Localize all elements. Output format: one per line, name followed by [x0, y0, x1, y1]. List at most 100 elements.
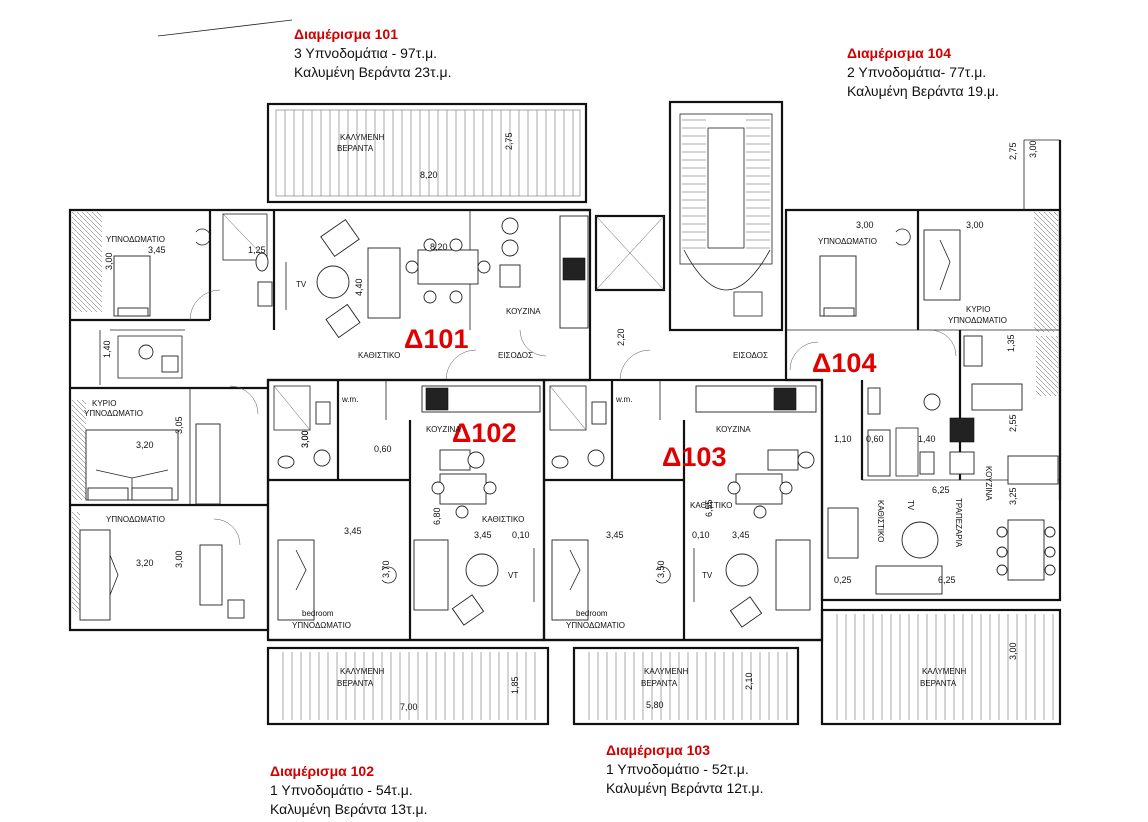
dimension-label: 3,45	[474, 530, 492, 540]
drawing-line	[71, 489, 83, 501]
dimension-label: 3,45	[732, 530, 750, 540]
label-dining-104: ΤΡΑΠΕΖΑΡΙΑ	[954, 498, 963, 548]
dimension-label: 2,55	[1008, 414, 1018, 432]
drawing-line	[71, 591, 81, 601]
drawing-line	[71, 236, 103, 268]
drawing-line	[71, 474, 87, 490]
drawing-line	[86, 211, 103, 228]
label-veranda-101-b: ΒΕΡΑΝΤΑ	[337, 144, 374, 153]
label-veranda-104-b: ΒΕΡΑΝΤΑ	[920, 679, 957, 688]
unit-tag-101: Δ101	[404, 324, 468, 354]
label-living-103: ΚΑΘΙΣΤΙΚΟ	[690, 501, 732, 510]
caption-104-veranda: Καλυμένη Βεράντα 19.μ.	[847, 83, 999, 99]
label-bedroom-103: ΥΠΝΟΔΩΜΑΤΙΟ	[566, 621, 625, 630]
dimension-label: 3,00	[104, 252, 114, 270]
label-tv-104: TV	[906, 500, 915, 511]
dimension-label: 1,40	[102, 340, 112, 358]
drawing-line	[1038, 211, 1059, 232]
drawing-line	[71, 521, 81, 531]
drawing-line	[1033, 296, 1059, 322]
caption-apartment-103: Διαμέρισμα 103 1 Υπνοδομάτιο - 52τ.μ. Κα…	[606, 741, 763, 798]
drawing-line	[1033, 231, 1059, 257]
drawing-line	[1033, 236, 1059, 262]
dimension-label: 0,60	[866, 434, 884, 444]
dimension-label: 0,10	[512, 530, 530, 540]
drawing-line	[71, 241, 103, 273]
drawing-line	[76, 211, 103, 238]
dimension-label: 0,10	[692, 530, 710, 540]
drawing-line	[71, 561, 81, 571]
doors-101	[189, 289, 547, 546]
drawing-line	[1033, 286, 1059, 312]
drawing-line	[1033, 226, 1059, 252]
veranda-101	[266, 102, 588, 204]
dimension-label: 3,00	[1028, 140, 1038, 158]
label-wm-103: w.m.	[615, 395, 632, 404]
veranda-102	[266, 646, 550, 726]
drawing-line	[71, 596, 81, 606]
dimension-label: 3,00	[966, 220, 984, 230]
drawing-line	[71, 526, 81, 536]
drawing-line	[71, 566, 81, 576]
dimension-label: 1,40	[918, 434, 936, 444]
dimension-label: 2,20	[616, 328, 626, 346]
drawing-line	[1048, 211, 1059, 222]
label-master-101-b: ΥΠΝΟΔΩΜΑΤΙΟ	[84, 409, 143, 418]
dimension-label: 2,75	[1008, 142, 1018, 160]
dimension-label: 3,05	[174, 416, 184, 434]
drawing-line	[71, 541, 81, 551]
drawing-line	[1033, 246, 1059, 272]
label-entrance-2: ΕΙΣΟΔΟΣ	[733, 351, 768, 360]
drawing-line	[71, 464, 87, 480]
apartment-104-furniture	[819, 228, 1059, 595]
drawing-line	[1035, 355, 1059, 379]
drawing-line	[81, 211, 103, 233]
caption-101-veranda: Καλυμένη Βεράντα 23τ.μ.	[294, 64, 452, 80]
dimension-label: 6,80	[432, 507, 442, 525]
label-wm-102: w.m.	[341, 395, 358, 404]
drawing-line	[71, 296, 88, 313]
drawing-line	[1033, 256, 1059, 282]
dimension-label: 1,85	[510, 676, 520, 694]
drawing-line	[1035, 390, 1042, 397]
label-veranda-104-a: ΚΑΛΥΜΕΝΗ	[922, 667, 967, 676]
drawing-line	[71, 246, 103, 278]
drawing-line	[1035, 375, 1057, 397]
drawing-line	[1033, 281, 1059, 307]
dimension-label: 6,25	[938, 575, 956, 585]
dimension-label: 2,75	[504, 132, 514, 150]
lift-shaft	[594, 214, 666, 292]
drawing-line	[1033, 221, 1059, 247]
label-bedroom-101-a: ΥΠΝΟΔΩΜΑΤΙΟ	[106, 235, 165, 244]
drawing-line	[1035, 385, 1047, 397]
drawing-line	[71, 226, 103, 258]
drawing-line	[1045, 335, 1059, 349]
drawing-line	[71, 484, 87, 500]
drawing-line	[1035, 350, 1059, 374]
apartment-102-furniture	[273, 385, 535, 626]
drawing-line	[71, 606, 78, 613]
dimension-label: 2,10	[744, 672, 754, 690]
label-veranda-103-b: ΒΕΡΑΝΤΑ	[641, 679, 678, 688]
dimension-label: 3,00	[300, 430, 310, 448]
caption-104-rooms: 2 Υπνοδομάτια- 77τ.μ.	[847, 64, 987, 80]
label-bedroom-101-b: ΥΠΝΟΔΩΜΑΤΙΟ	[106, 515, 165, 524]
drawing-line	[71, 414, 87, 430]
drawing-line	[71, 424, 87, 440]
caption-103-veranda: Καλυμένη Βεράντα 12τ.μ.	[606, 780, 764, 796]
drawing-line	[71, 459, 87, 475]
drawing-line	[71, 216, 103, 248]
drawing-line	[71, 256, 103, 288]
drawing-line	[1033, 216, 1059, 242]
caption-apartment-102: Διαμέρισμα 102 1 Υπνοδομάτιο - 54τ.μ. Κα…	[270, 762, 427, 819]
drawing-line	[71, 469, 87, 485]
label-kitchen-103: ΚΟΥΖΙΝΑ	[716, 425, 751, 434]
drawing-line	[71, 581, 81, 591]
label-tv-103: TV	[702, 571, 713, 580]
veranda-104	[820, 608, 1062, 726]
drawing-line	[71, 449, 87, 465]
dimension-label: 3,00	[1008, 642, 1018, 660]
dimension-label: 3,45	[606, 530, 624, 540]
dimension-label: 0,25	[834, 575, 852, 585]
